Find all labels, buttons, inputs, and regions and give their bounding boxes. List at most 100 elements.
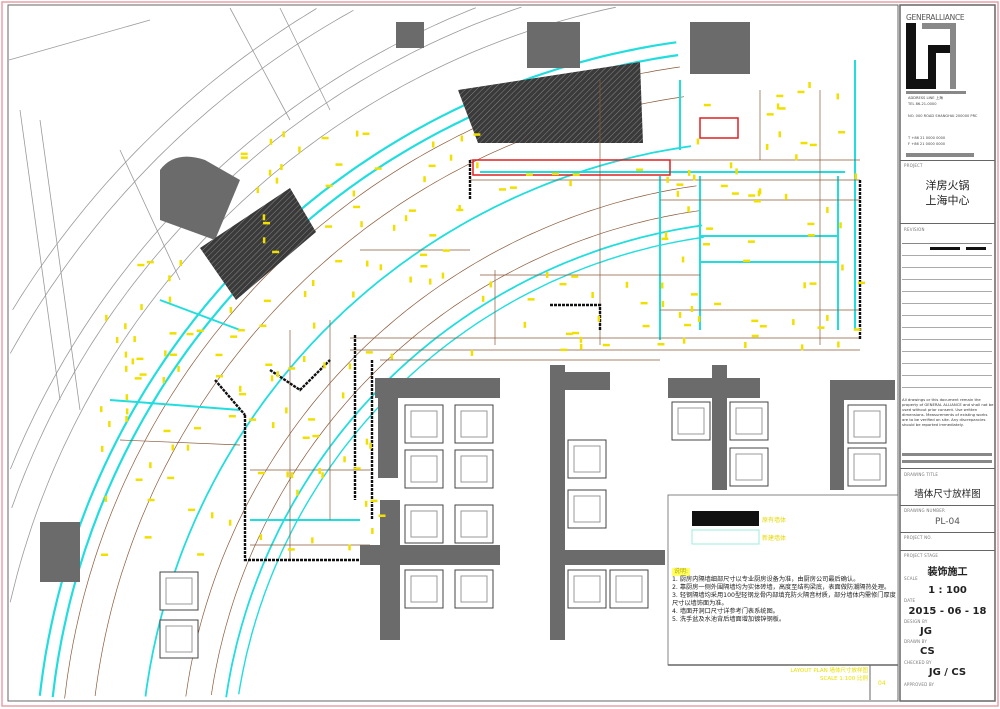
note-item: 5. 洗手盆及水池背后墙面增加镀锌钢板。 [672, 616, 786, 623]
dimension-label-mark [697, 316, 701, 323]
dimension-label-mark [147, 498, 155, 502]
dimension-label-mark [179, 260, 182, 266]
dimension-label-mark [509, 186, 517, 189]
dimension-label-mark [124, 323, 127, 330]
dimension-label-mark [800, 141, 808, 145]
checked-by: JG / CS [928, 667, 967, 678]
dimension-label-mark [362, 132, 370, 135]
drawing-title: 墙体尺寸放样图 [914, 489, 981, 500]
dimension-label-mark [408, 209, 416, 212]
approved-by-label: APPROVED BY [904, 682, 935, 687]
dimension-label-mark [167, 476, 175, 480]
dimension-label-mark [551, 172, 559, 176]
title-block: GENERALLIANCE ADDRESS LINE 上海 TEL 86-21-… [900, 5, 995, 700]
elevator-cab-inner [460, 410, 488, 438]
note-item: 4. 墙面开洞口尺寸详参考门表系统图。 [672, 608, 779, 615]
dimension-label-mark [240, 152, 248, 156]
dimension-label-mark [378, 514, 386, 517]
elevator-cab-inner [410, 510, 438, 538]
dimension-label-mark [353, 467, 361, 470]
drawing-frame [7, 4, 899, 702]
dimension-label-mark [460, 135, 464, 142]
dimension-label-mark [144, 536, 152, 539]
dimension-label-mark [841, 264, 844, 271]
dimension-label-mark [259, 534, 263, 541]
dimension-label-mark [858, 281, 865, 285]
dimension-label-mark [559, 282, 567, 286]
dimension-label-mark [321, 136, 329, 140]
dimension-label-mark [365, 351, 373, 354]
dimension-label-mark [759, 325, 767, 328]
dimension-label-mark [636, 168, 644, 171]
dimension-text-marks [100, 82, 865, 556]
dimension-label-mark [369, 442, 372, 449]
dimension-label-mark [706, 227, 714, 230]
elevator-cabs [159, 401, 887, 659]
dimension-label-mark [348, 544, 351, 551]
dimension-label-mark [392, 224, 396, 231]
dimension-label-mark [125, 394, 129, 401]
elevator-cab-inner [573, 445, 601, 473]
dimension-label-mark [215, 353, 223, 357]
dimension-label-mark [661, 237, 669, 241]
elevator-cab-inner [165, 577, 193, 605]
dimension-label-mark [348, 363, 352, 370]
dimension-label-mark [476, 162, 479, 169]
elevator-cab-inner [735, 407, 763, 435]
dimension-label-mark [162, 377, 165, 383]
firm-address: T +86 21 0000 0000 [908, 136, 946, 140]
dimension-label-mark [290, 472, 294, 479]
dimension-label-mark [124, 351, 128, 358]
project-name: 上海中心 [925, 194, 970, 207]
dimension-label-mark [321, 472, 324, 479]
dimension-label-mark [809, 143, 817, 147]
dimension-label-mark [335, 259, 343, 263]
dimension-label-mark [125, 408, 129, 415]
dimension-label-mark [325, 184, 333, 188]
dimension-label-mark [693, 174, 696, 181]
dimension-label-mark [308, 418, 316, 421]
arc-wall-line [9, 9, 354, 354]
dimension-label-mark [262, 214, 266, 221]
elevator-cab-inner [460, 455, 488, 483]
dimension-label-mark [136, 357, 144, 361]
design-by: JG [920, 626, 932, 637]
dimension-label-mark [282, 131, 285, 138]
dimension-label-mark [489, 281, 493, 288]
dimension-label-mark [714, 302, 722, 306]
dimension-label-mark [370, 499, 378, 503]
dimension-label-mark [249, 418, 257, 421]
dimension-label-mark [664, 231, 668, 238]
dimension-label-mark [676, 190, 680, 197]
dimension-label-mark [262, 237, 266, 244]
drawn-by: CS [920, 646, 935, 657]
dimension-label-mark [275, 177, 279, 184]
project-no-label: PROJECT NO. [904, 535, 933, 540]
dimension-label-mark [817, 326, 825, 329]
design-by-label: DESIGN BY [904, 619, 928, 624]
dimension-label-mark [268, 169, 272, 176]
title-block-frame [899, 4, 996, 702]
dimension-label-mark [352, 291, 355, 298]
dimension-label-mark [269, 138, 273, 145]
dimension-label-mark [836, 93, 839, 100]
project-stage: 装饰施工 [927, 567, 968, 578]
firm-address: F +86 21 0000 0000 [908, 142, 946, 146]
dimension-label-mark [239, 385, 242, 392]
dimension-label-mark [303, 291, 307, 297]
note-item: 2. 靠厨房一侧外围隔墙均为实体砖墙，高度至结构梁底，表面做防潮隔热处理。 [672, 584, 891, 591]
dimension-label-mark [784, 193, 788, 200]
dimension-label-mark [409, 276, 412, 283]
dimension-label-mark [432, 141, 435, 148]
dimension-label-mark [125, 415, 128, 422]
dimension-label-mark [341, 392, 345, 399]
dimension-label-mark [137, 263, 145, 267]
dimension-label-mark [404, 215, 408, 222]
revision-table [902, 243, 992, 394]
dimension-label-mark [666, 176, 669, 183]
dimension-label-mark [272, 250, 280, 254]
scale-value: 1 : 100 [928, 585, 967, 596]
dimension-label-mark [729, 162, 733, 169]
